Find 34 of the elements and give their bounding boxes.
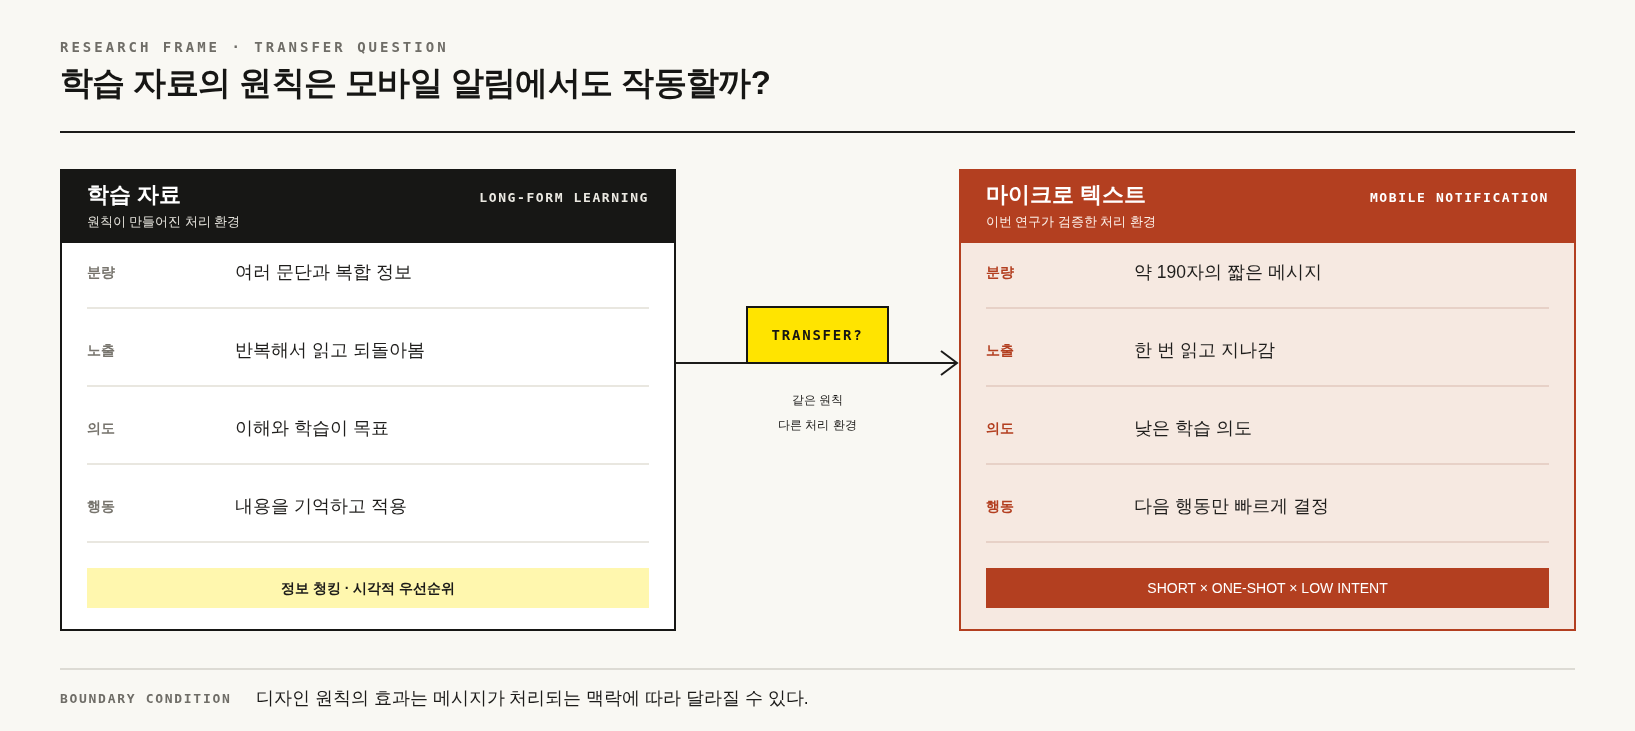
row-value: 낮은 학습 의도 <box>1134 417 1252 440</box>
row-value: 이해와 학습이 목표 <box>235 417 389 440</box>
connector-line <box>675 362 747 364</box>
row-value: 한 번 읽고 지나감 <box>1134 339 1275 362</box>
row-label: 노출 <box>986 341 1014 360</box>
highlight-box: TRANSFER? <box>746 306 889 364</box>
row-label: 행동 <box>986 497 1014 516</box>
summary-band: 정보 청킹 · 시각적 우선순위 <box>87 568 649 608</box>
row-label: 노출 <box>87 341 115 360</box>
card-subtitle: 원칙이 만들어진 처리 환경 <box>87 214 241 231</box>
card-subtitle: 이번 연구가 검증한 처리 환경 <box>986 214 1156 231</box>
card-tag: MOBILE NOTIFICATION <box>1369 189 1549 207</box>
row-value: 반복해서 읽고 되돌아봄 <box>235 339 425 362</box>
section-label: BOUNDARY CONDITION <box>60 690 232 708</box>
row-value: 여러 문단과 복합 정보 <box>235 261 412 284</box>
footer-note: 디자인 원칙의 효과는 메시지가 처리되는 맥락에 따라 달라질 수 있다. <box>256 687 809 710</box>
comparison-card <box>959 169 1576 631</box>
card-tag: LONG-FORM LEARNING <box>479 189 649 207</box>
eyebrow-text: RESEARCH FRAME · TRANSFER QUESTION <box>60 38 449 57</box>
card-title: 마이크로 텍스트 <box>986 181 1147 209</box>
row-label: 행동 <box>87 497 115 516</box>
row-label: 의도 <box>986 419 1014 438</box>
arrow <box>888 350 958 376</box>
row-label: 의도 <box>87 419 115 438</box>
comparison-card <box>60 169 676 631</box>
row-label: 분량 <box>986 263 1014 282</box>
row-value: 내용을 기억하고 적용 <box>235 495 407 518</box>
summary-band: SHORT × ONE-SHOT × LOW INTENT <box>986 568 1549 608</box>
page-title: 학습 자료의 원칙은 모바일 알림에서도 작동할까? <box>60 63 771 103</box>
card-title: 학습 자료 <box>87 181 182 209</box>
row-label: 분량 <box>87 263 115 282</box>
arrow-caption: 같은 원칙 다른 처리 환경 <box>777 392 858 434</box>
row-value: 다음 행동만 빠르게 결정 <box>1134 495 1329 518</box>
row-value: 약 190자의 짧은 메시지 <box>1134 261 1322 284</box>
